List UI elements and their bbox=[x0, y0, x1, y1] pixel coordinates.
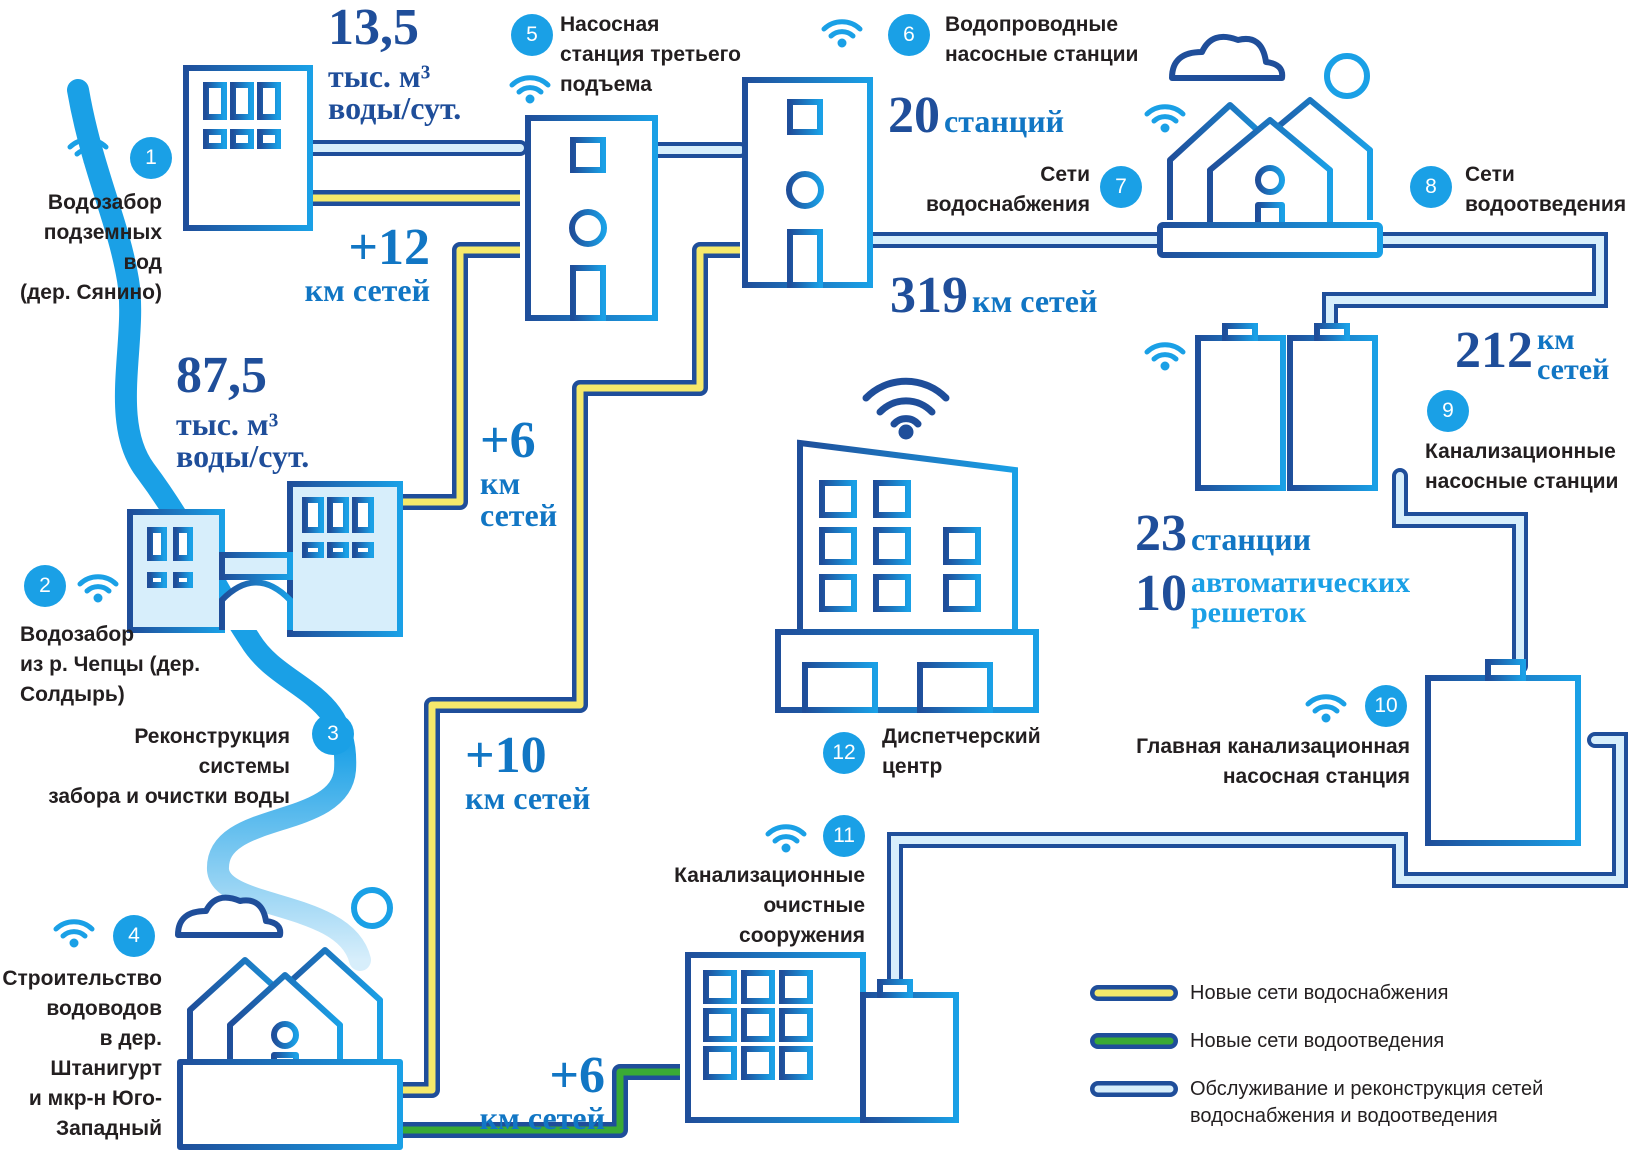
stat-value: 87,5 bbox=[176, 347, 267, 404]
stat-sewer-stations: 23 станции bbox=[1135, 508, 1311, 560]
stat-value: 10 bbox=[1135, 565, 1187, 622]
stat-value: +10 bbox=[465, 727, 547, 784]
wifi-icon-5 bbox=[509, 75, 551, 104]
stat-unit: км сетей bbox=[304, 272, 430, 308]
legend-item-new-sewer: Новые сети водоотведения bbox=[1190, 1030, 1445, 1052]
wifi-icon-1 bbox=[67, 137, 109, 166]
stat-sewer-network: 212 км сетей bbox=[1455, 325, 1609, 385]
stat-unit-group: км сетей bbox=[1537, 325, 1609, 385]
stat-value: 212 bbox=[1455, 322, 1533, 379]
stat-value: +6 bbox=[480, 412, 536, 469]
third-lift-station-building bbox=[525, 115, 658, 321]
stage-number-9: 9 bbox=[1427, 390, 1469, 432]
stage-label-1: Водозабор подземных вод (дер. Сянино) bbox=[19, 191, 162, 304]
houses-top-right bbox=[1157, 34, 1383, 258]
wifi-icons bbox=[53, 19, 1347, 948]
stage-label-4: Строительство водоводов в дер. Штанигурт… bbox=[2, 967, 162, 1140]
stage-label-5: Насосная станция третьего подъема bbox=[560, 13, 741, 96]
stat-screens: 10 автоматических решеток bbox=[1135, 568, 1410, 628]
sewage-treatment-building bbox=[685, 952, 959, 1123]
stat-unit-1: автоматических bbox=[1191, 566, 1411, 599]
stat-value: 319 bbox=[890, 267, 968, 324]
stage-label-2: Водозабор из р. Чепцы (дер. Солдырь) bbox=[20, 623, 201, 706]
stat-unit-1: тыс. м³ bbox=[328, 58, 431, 94]
stage-number-10: 10 bbox=[1365, 685, 1407, 727]
stage-number-11: 11 bbox=[823, 815, 865, 857]
stage-number-7: 7 bbox=[1100, 166, 1142, 208]
stat-unit-2: решеток bbox=[1191, 596, 1307, 629]
stage-label-10: Главная канализационная насосная станция bbox=[1136, 735, 1410, 788]
river bbox=[67, 79, 371, 971]
wifi-icon-12 bbox=[862, 377, 950, 440]
houses-bottom-left bbox=[175, 887, 403, 1150]
stage-label-6: Водопроводные насосные станции bbox=[945, 13, 1139, 66]
stat-net-6-lower: +6 км сетей bbox=[440, 1047, 605, 1136]
stat-unit: км сетей bbox=[479, 1100, 605, 1136]
wifi-icon-houses bbox=[1144, 104, 1186, 133]
stage-number-3: 3 bbox=[312, 713, 354, 755]
new-sewer-pipe bbox=[400, 1064, 680, 1138]
stage-label-7: Сети водоснабжения bbox=[926, 163, 1090, 216]
stat-unit-2: сетей bbox=[480, 497, 558, 533]
stage-number-1: 1 bbox=[130, 137, 172, 179]
stat-value: +12 bbox=[348, 219, 430, 276]
stat-value: 20 bbox=[888, 87, 940, 144]
stage-number-8: 8 bbox=[1410, 166, 1452, 208]
stage-number-6: 6 bbox=[888, 14, 930, 56]
dispatch-centre-building bbox=[775, 439, 1039, 713]
stat-net-10: +10 км сетей bbox=[465, 727, 591, 816]
stat-value: +6 bbox=[549, 1047, 605, 1104]
stage-number-12: 12 bbox=[823, 732, 865, 774]
stat-unit-1: км bbox=[1537, 323, 1575, 356]
stat-soldyr-capacity: 87,5 тыс. м³ воды/сут. bbox=[176, 347, 310, 474]
sewer-pump-stations-building bbox=[1195, 323, 1378, 491]
legend-item-maintenance: Обслуживание и реконструкция сетей водос… bbox=[1190, 1078, 1544, 1127]
stage-number-2: 2 bbox=[24, 565, 66, 607]
stat-unit: км сетей bbox=[465, 780, 591, 816]
stat-supply-network: 319 км сетей bbox=[890, 270, 1097, 322]
stage-label-8: Сети водоотведения bbox=[1465, 163, 1627, 216]
syanino-intake-building bbox=[183, 65, 313, 231]
stage-label-12: Диспетчерский центр bbox=[882, 725, 1041, 778]
stage-number-5: 5 bbox=[511, 14, 553, 56]
main-sewage-pump-station-building bbox=[1425, 659, 1581, 846]
new-supply-pipes bbox=[310, 190, 740, 1098]
stat-unit: станции bbox=[1191, 521, 1312, 557]
stat-unit-2: воды/сут. bbox=[328, 90, 462, 126]
stat-net-12: +12 км сетей bbox=[270, 219, 430, 308]
legend-swatches bbox=[1090, 985, 1178, 1097]
stat-unit-group: автоматических решеток bbox=[1191, 568, 1410, 628]
stage-label-11: Канализационные очистные сооружения bbox=[674, 864, 865, 947]
water-pump-stations-building bbox=[742, 77, 873, 288]
stat-unit-1: км bbox=[480, 465, 521, 501]
stat-unit-2: воды/сут. bbox=[176, 438, 310, 474]
wifi-icon-9 bbox=[1144, 342, 1186, 371]
stat-unit: станций bbox=[944, 103, 1065, 139]
stage-label-9: Канализационные насосные станции bbox=[1425, 440, 1619, 493]
wifi-icon-2 bbox=[77, 574, 119, 603]
stat-value: 13,5 bbox=[328, 0, 419, 56]
wifi-icon-10 bbox=[1305, 694, 1347, 723]
stat-unit: км сетей bbox=[972, 283, 1098, 319]
stat-syanino-capacity: 13,5 тыс. м³ воды/сут. bbox=[328, 0, 462, 126]
stat-unit-1: тыс. м³ bbox=[176, 406, 279, 442]
stat-net-6-upper: +6 км сетей bbox=[480, 412, 558, 533]
stage-label-3: Реконструкция системы забора и очистки в… bbox=[48, 725, 290, 808]
soldyr-intake-building bbox=[127, 481, 403, 637]
wifi-icon-11 bbox=[765, 824, 807, 853]
wifi-icon-6 bbox=[821, 19, 863, 48]
stat-pump-stations: 20 станций bbox=[888, 90, 1064, 142]
stage-number-4: 4 bbox=[113, 915, 155, 957]
wifi-icon-4 bbox=[53, 919, 95, 948]
stat-value: 23 bbox=[1135, 505, 1187, 562]
legend-item-new-supply: Новые сети водоснабжения bbox=[1190, 982, 1449, 1004]
stat-unit-2: сетей bbox=[1537, 353, 1610, 386]
